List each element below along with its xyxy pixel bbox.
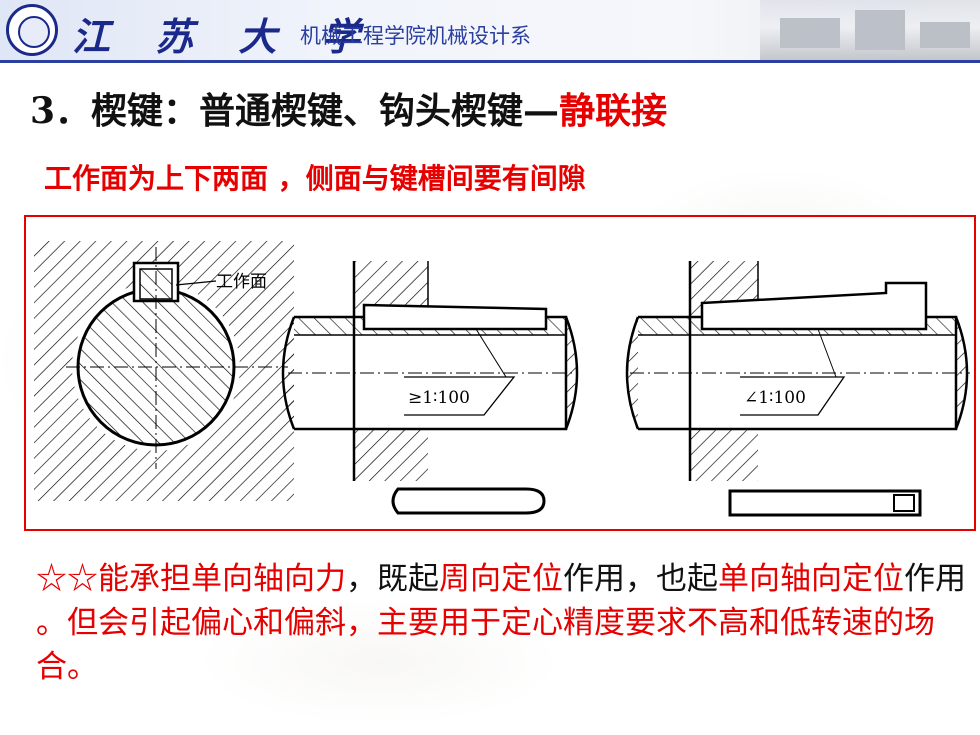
university-name: 江 苏 大 学: [72, 14, 376, 59]
taper-label-left: ≥1∶100: [408, 388, 470, 408]
wedge-key-figure: 工作面 ≥1∶100: [24, 215, 976, 531]
slide-title: 3．楔键：普通楔键、钩头楔键—静联接: [30, 82, 667, 134]
ordinary-wedge-key-view: ≥1∶100: [281, 261, 579, 515]
title-prefix: 3．楔键：普通楔键、钩头楔键—: [30, 90, 560, 132]
gib-head-wedge-key-view: ∠1∶100: [625, 261, 970, 517]
title-highlight: 静联接: [559, 90, 668, 132]
department-name: 机械工程学院机械设计系: [300, 24, 531, 48]
working-face-label: 工作面: [216, 272, 267, 292]
header-divider: [0, 60, 980, 63]
para-part-7: 。但会引起偏心和偏斜，主要用于定心精度要求不高和低转速的场合。: [36, 605, 935, 685]
cross-section-view: 工作面: [34, 241, 294, 501]
para-part-5: 单向轴向定位: [718, 561, 904, 597]
para-part-2: ，既起: [346, 561, 439, 597]
para-part-1: ☆☆能承担单向轴向力: [36, 561, 346, 597]
university-logo-icon: [6, 4, 58, 56]
wedge-key-drawing: 工作面 ≥1∶100: [34, 241, 970, 517]
campus-photo: [760, 0, 980, 60]
taper-label-right: ∠1∶100: [744, 388, 806, 408]
description-paragraph: ☆☆能承担单向轴向力，既起周向定位作用，也起单向轴向定位作用 。但会引起偏心和偏…: [36, 557, 966, 689]
header-bar: 江 苏 大 学 机械工程学院机械设计系: [0, 0, 980, 60]
para-part-4: 作用，也起: [563, 561, 718, 597]
para-part-6: 作用: [904, 561, 966, 597]
para-part-3: 周向定位: [439, 561, 563, 597]
slide-subtitle: 工作面为上下两面 ，侧面与键槽间要有间隙: [44, 162, 586, 195]
